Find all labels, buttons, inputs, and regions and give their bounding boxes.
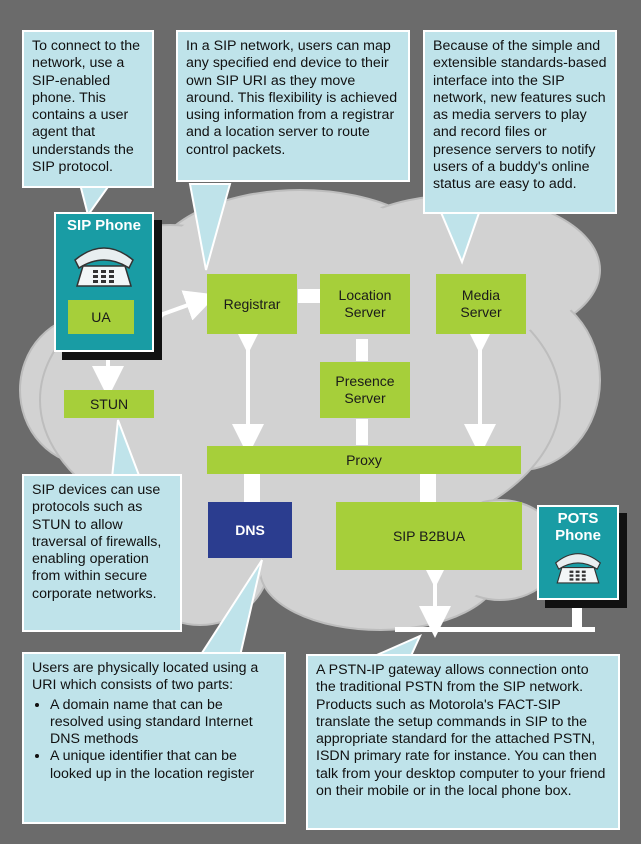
dns-label: DNS: [235, 521, 265, 538]
dns-callout-intro: Users are physically located using a URI…: [32, 660, 259, 694]
sip-phone-callout: To connect to the network, use a SIP-ena…: [22, 30, 154, 188]
dns-callout: Users are physically located using a URI…: [22, 652, 286, 824]
dns-node: DNS: [208, 502, 292, 558]
presence-server-node: Presence Server: [320, 362, 410, 418]
sip-phone-label: SIP Phone: [67, 217, 141, 234]
media-server-label: Media Server: [460, 287, 502, 320]
registrar-node: Registrar: [207, 274, 297, 334]
proxy-node: Proxy: [207, 446, 521, 474]
pots-phone-box: POTS Phone: [537, 505, 619, 600]
sip-phone-callout-text: To connect to the network, use a SIP-ena…: [32, 38, 141, 176]
pots-phone-label: POTS Phone: [555, 510, 601, 544]
uri-mapping-callout: In a SIP network, users can map any spec…: [176, 30, 410, 182]
telephone-icon: [74, 247, 134, 287]
proxy-label: Proxy: [346, 451, 382, 468]
dns-callout-bullet: A unique identifier that can be looked u…: [50, 748, 276, 783]
connector-stubs: [244, 289, 436, 504]
uri-mapping-callout-text: In a SIP network, users can map any spec…: [186, 38, 398, 158]
features-callout: Because of the simple and extensible sta…: [423, 30, 617, 214]
dns-callout-list: A domain name that can be resolved using…: [32, 697, 276, 783]
stun-callout-text: SIP devices can use protocols such as ST…: [32, 482, 162, 602]
stun-label: STUN: [89, 395, 129, 412]
features-callout-text: Because of the simple and extensible sta…: [433, 38, 607, 193]
gateway-callout: A PSTN-IP gateway allows connection onto…: [306, 654, 620, 830]
sip-b2bua-node: SIP B2BUA: [336, 502, 522, 570]
stun-callout: SIP devices can use protocols such as ST…: [22, 474, 182, 632]
registrar-label: Registrar: [223, 295, 281, 312]
media-server-node: Media Server: [436, 274, 526, 334]
sip-b2bua-label: SIP B2BUA: [392, 527, 466, 544]
gateway-callout-text: A PSTN-IP gateway allows connection onto…: [316, 662, 606, 800]
ua-label: UA: [91, 308, 111, 325]
presence-server-label: Presence Server: [335, 373, 395, 406]
stun-node: STUN: [64, 390, 154, 418]
gateway-bus: [395, 556, 595, 638]
location-server-label: Location Server: [338, 287, 392, 320]
telephone-icon: [554, 553, 602, 584]
ua-node: UA: [68, 300, 134, 334]
location-server-node: Location Server: [320, 274, 410, 334]
dns-callout-bullet: A domain name that can be resolved using…: [50, 697, 276, 749]
